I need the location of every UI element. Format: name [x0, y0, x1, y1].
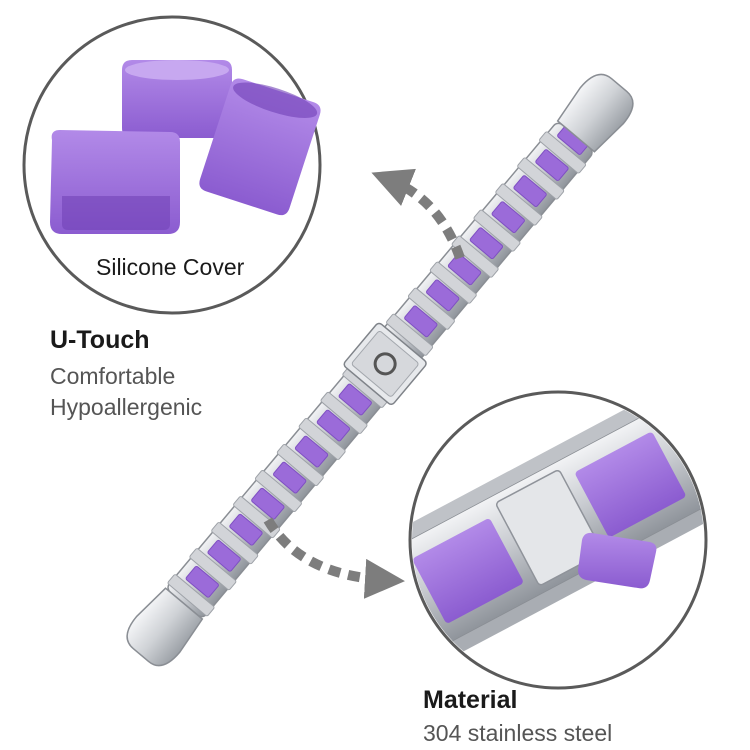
silicone-cover-piece	[199, 78, 321, 216]
steel-link	[429, 261, 477, 304]
silicone-cover-piece	[122, 60, 232, 138]
purple-link	[469, 227, 504, 260]
steel-link	[539, 131, 587, 174]
silicone-cover-piece	[50, 130, 180, 234]
steel-link	[189, 548, 237, 591]
material-callout	[370, 385, 736, 690]
purple-link	[338, 383, 372, 416]
clasp-logo-icon	[373, 352, 397, 376]
purple-link	[447, 253, 482, 286]
purple-link	[294, 435, 329, 468]
purple-link	[207, 539, 241, 572]
purple-link-closeup	[575, 432, 686, 537]
purple-link	[404, 305, 438, 338]
purple-link	[426, 279, 460, 312]
purple-link	[273, 461, 307, 494]
purple-link	[535, 149, 569, 181]
material-title: Material	[423, 686, 518, 714]
utouch-comfortable: Comfortable	[50, 363, 176, 389]
steel-link	[298, 417, 346, 460]
arrow-to-material-icon	[263, 517, 405, 599]
utouch-title: U-Touch	[50, 326, 150, 354]
purple-link	[491, 201, 525, 234]
purple-link	[316, 409, 351, 442]
steel-link	[473, 209, 521, 252]
steel-link	[451, 235, 499, 278]
steel-link	[407, 287, 455, 330]
silicone-cover-callout	[22, 15, 322, 315]
steel-link-closeup	[496, 469, 603, 586]
arrow-to-silicone-cover-icon	[371, 168, 465, 260]
steel-link	[276, 443, 324, 486]
steel-link	[211, 522, 259, 565]
steel-link	[517, 157, 565, 200]
steel-link	[167, 574, 215, 617]
purple-link	[185, 565, 219, 598]
watch-band	[126, 73, 634, 667]
loose-silicone-cover	[578, 532, 657, 589]
purple-link-closeup	[413, 518, 523, 623]
purple-link	[513, 175, 547, 207]
steel-link	[495, 183, 543, 226]
silicone-cover-caption: Silicone Cover	[96, 254, 245, 280]
purple-link	[229, 513, 263, 546]
steel-link	[386, 313, 434, 356]
steel-link	[254, 470, 302, 513]
material-description: 304 stainless steel	[423, 720, 613, 746]
band-end-connector-left	[126, 587, 204, 667]
band-end-connector-right	[556, 73, 634, 153]
purple-link	[251, 487, 285, 520]
band-clasp	[343, 322, 427, 406]
steel-link	[320, 391, 368, 434]
utouch-hypoallergenic: Hypoallergenic	[50, 394, 203, 420]
